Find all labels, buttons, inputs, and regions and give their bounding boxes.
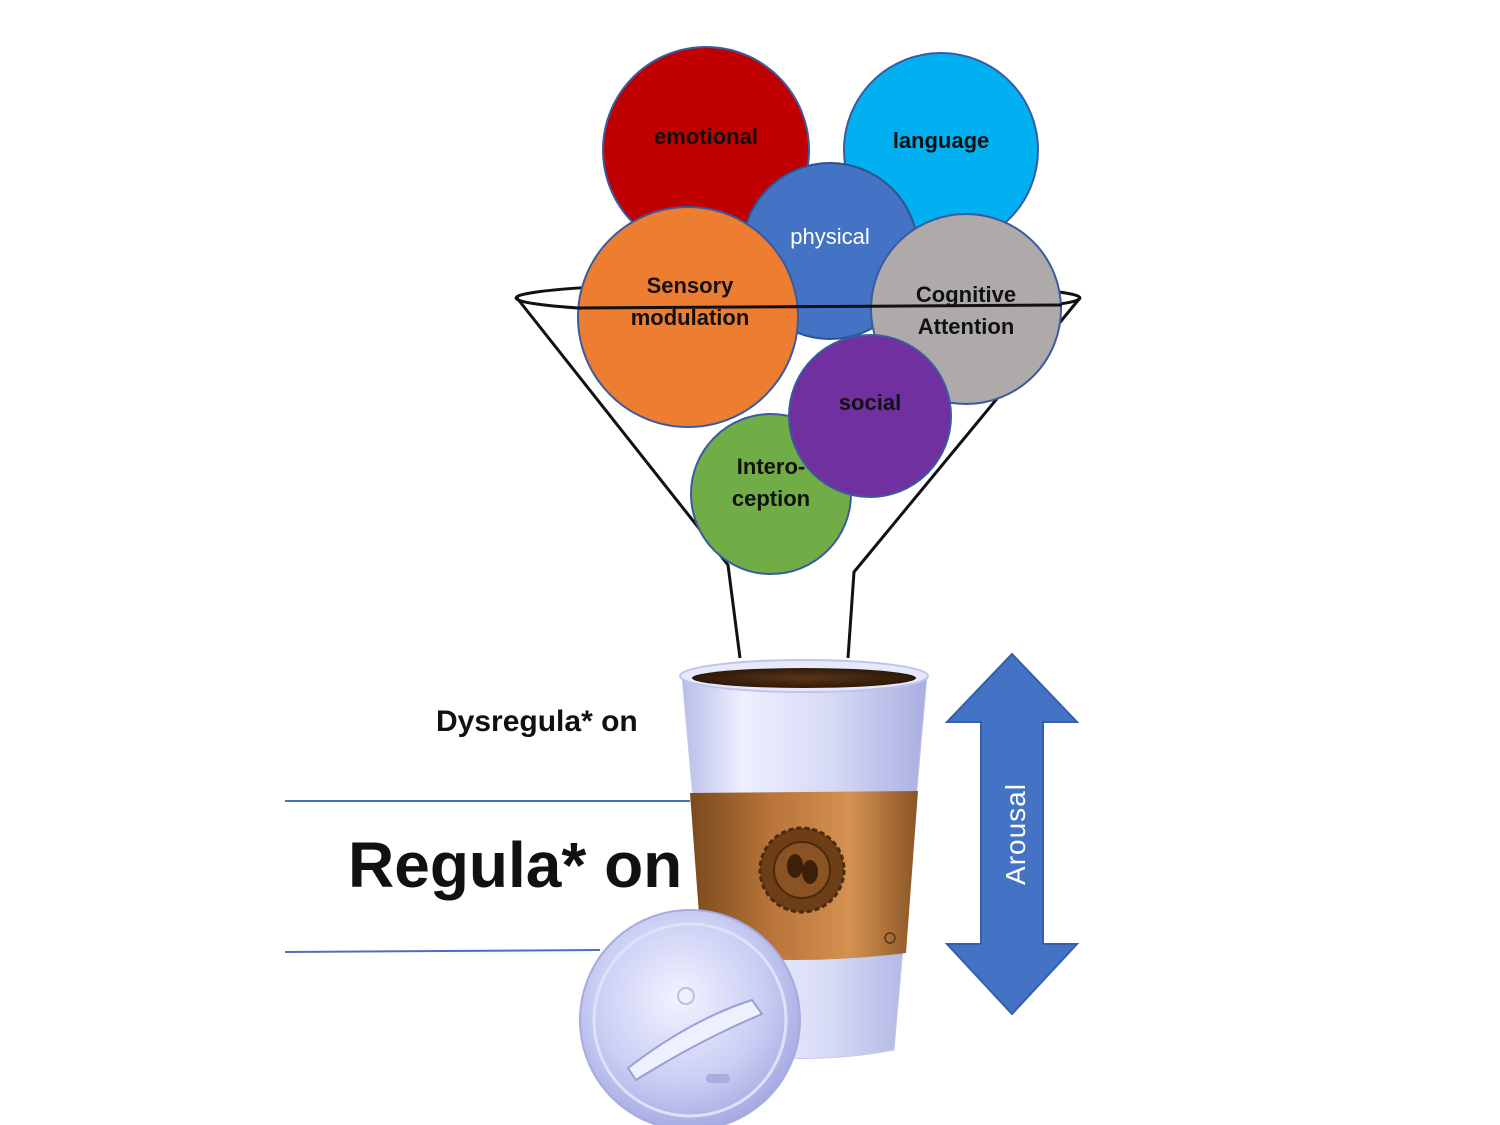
sensory-label-line2: modulation: [631, 305, 750, 330]
sensory-label-line1: Sensory: [647, 273, 735, 298]
cognitive-label-line1: Cognitive: [916, 282, 1016, 307]
regulation-label: Regula* on: [348, 829, 682, 901]
cognitive-label-line2: Attention: [918, 314, 1015, 339]
cup-emblem-icon: [758, 826, 846, 914]
language-label: language: [893, 128, 990, 153]
sensory-circle: Sensory modulation: [577, 206, 799, 428]
social-label: social: [839, 390, 901, 415]
social-circle: social: [788, 334, 952, 498]
arousal-label: Arousal: [1000, 783, 1031, 885]
interoception-label-line2: ception: [732, 486, 810, 511]
arousal-double-arrow: [944, 652, 1080, 1016]
physical-label: physical: [790, 224, 869, 249]
lower-band-line: [284, 949, 601, 953]
dysregulation-label: Dysregula* on: [436, 705, 638, 738]
emotional-label: emotional: [654, 124, 758, 149]
funnel-rim-line: [576, 303, 1063, 310]
interoception-label-line1: Intero-: [737, 454, 805, 479]
cup-lid-icon: [579, 909, 801, 1125]
